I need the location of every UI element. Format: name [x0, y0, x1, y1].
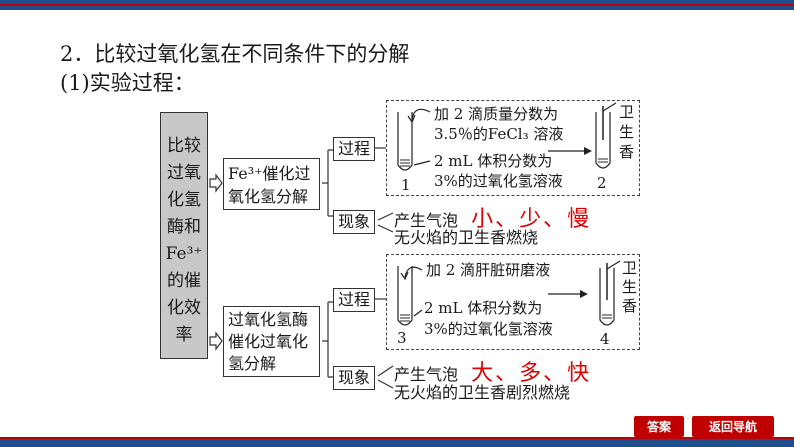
brace-branch1 [322, 149, 333, 217]
branch1-result-prefix: 产生气泡 [394, 211, 459, 230]
tube-label-2: 2 [597, 174, 607, 192]
tube-label-3: 3 [397, 329, 407, 347]
main-label-line: 过氧 [167, 163, 201, 183]
branch2-result-prefix: 产生气泡 [394, 365, 459, 384]
branch2-result-line2: 无火焰的卫生香剧烈燃烧 [394, 383, 571, 402]
top-bar-stripe [0, 4, 794, 6]
main-topic-box: 比较 过氧 化氢 酶和 Fe³⁺ 的催 化效 率 [160, 112, 208, 359]
arrow-to-branch2 [209, 331, 223, 351]
branch1-process-label: 过程 [333, 137, 375, 161]
branch1-phenomenon-label: 现象 [333, 210, 375, 234]
incense-label-2: 卫 生 香 [622, 259, 637, 316]
incense-char: 生 [622, 278, 638, 296]
link-phenomenon2 [377, 365, 394, 389]
brace-branch2 [322, 301, 333, 378]
bottom-bar-stripe [0, 437, 794, 439]
branch1-step-base: 2 mL 体积分数为 3%的过氧化氢溶液 [434, 151, 563, 191]
main-label-line: 化氢 [167, 190, 201, 210]
branch2-result: 产生气泡 大、多、快 [394, 355, 591, 387]
incense-char: 香 [622, 297, 638, 315]
branch1-result: 产生气泡 小、少、慢 [394, 201, 591, 233]
drop-arrow-3 [404, 266, 423, 278]
incense-label-1: 卫 生 香 [619, 102, 634, 162]
branch2-step-base-line: 3%的过氧化氢溶液 [424, 320, 553, 338]
test-tube-2 [595, 102, 617, 169]
arrow-to-branch1 [209, 173, 223, 193]
test-tube-1 [397, 112, 413, 171]
branch1-title-line: Fe³⁺催化过 [228, 164, 311, 183]
branch2-title-line: 氢分解 [228, 354, 277, 373]
main-label-line: 率 [175, 325, 193, 345]
pointer-3 [413, 309, 423, 317]
branch1-step-base-line: 3%的过氧化氢溶液 [434, 172, 563, 190]
main-label-line: 的催 [167, 271, 201, 291]
incense-char: 生 [619, 123, 635, 141]
branch1-result-line2: 无火焰的卫生香燃烧 [394, 228, 539, 247]
bottom-bar [0, 437, 794, 447]
incense-char: 香 [619, 143, 635, 161]
incense-char: 卫 [619, 103, 635, 121]
incense-char: 卫 [622, 259, 638, 277]
main-label-line: 酶和 [167, 217, 201, 237]
branch1-step-add-line: 加 2 滴质量分数为 [434, 105, 559, 123]
branch2-result-key: 大、多、快 [471, 361, 592, 386]
branch1-result-key: 小、少、慢 [471, 207, 592, 232]
branch2-title-line: 催化过氧化 [228, 332, 309, 351]
tube-label-4: 4 [600, 330, 610, 348]
test-tube-3 [397, 266, 413, 326]
branch2-process-panel [386, 254, 640, 350]
top-bar [0, 0, 794, 10]
branch2-title-box: 过氧化氢酶 催化过氧化 氢分解 [223, 306, 320, 377]
branch2-step-base-line: 2 mL 体积分数为 [424, 299, 543, 317]
main-label-line: Fe³⁺ [165, 244, 203, 264]
link-phenomenon1 [377, 212, 394, 233]
branch1-process-panel [386, 100, 640, 196]
branch2-step-add-line: 加 2 滴肝脏研磨液 [426, 261, 551, 279]
back-navigation-button[interactable]: 返回导航 [692, 416, 774, 437]
main-label-line: 比较 [167, 136, 201, 156]
drop-arrow-1 [411, 108, 431, 121]
test-tube-4 [599, 260, 621, 326]
main-label-line: 化效 [167, 298, 201, 318]
answer-button[interactable]: 答案 [634, 416, 684, 437]
branch2-step-base: 2 mL 体积分数为 3%的过氧化氢溶液 [424, 298, 553, 340]
branch2-step-add: 加 2 滴肝脏研磨液 [426, 260, 550, 280]
branch1-step-add: 加 2 滴质量分数为 3.5％的FeCl₃ 溶液 [434, 104, 563, 144]
branch2-process-label: 过程 [333, 288, 375, 312]
tube-label-1: 1 [401, 176, 411, 194]
section-subheading: (1)实验过程： [60, 71, 195, 95]
branch1-step-base-line: 2 mL 体积分数为 [434, 152, 553, 170]
branch2-title-line: 过氧化氢酶 [228, 310, 309, 329]
pointer-1 [413, 160, 431, 166]
branch1-title-box: Fe³⁺催化过 氧化氢分解 [223, 158, 320, 210]
branch1-title-line: 氧化氢分解 [228, 187, 309, 206]
section-heading: 2．比较过氧化氢在不同条件下的分解 [60, 42, 410, 66]
branch1-step-add-line: 3.5％的FeCl₃ 溶液 [434, 125, 564, 143]
branch2-phenomenon-label: 现象 [333, 366, 375, 390]
